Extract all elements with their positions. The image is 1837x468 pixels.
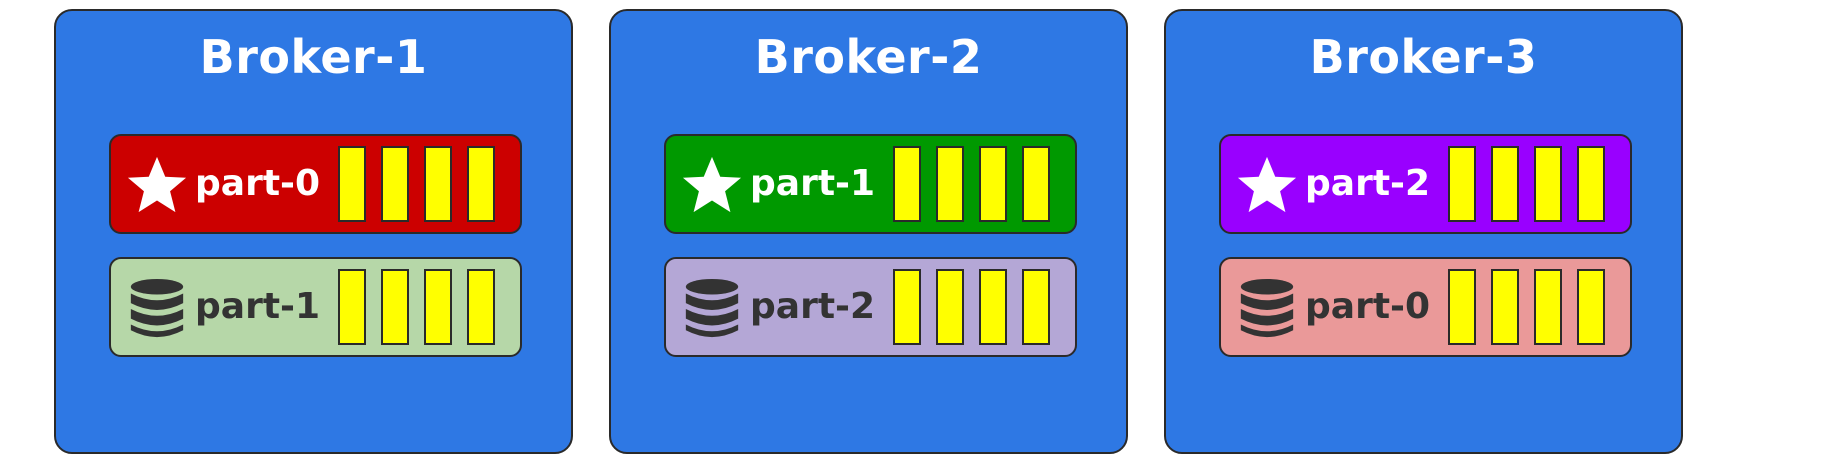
segment-block bbox=[893, 269, 921, 345]
segment-block bbox=[1491, 269, 1519, 345]
broker-2-follower-partition: part-2 bbox=[664, 257, 1077, 357]
broker-3-leader-partition: part-2 bbox=[1219, 134, 1632, 234]
broker-2-box: Broker-2 part-1 part-2 bbox=[609, 9, 1128, 454]
partition-segments bbox=[1448, 269, 1605, 345]
segment-block bbox=[979, 146, 1007, 222]
partition-segments bbox=[893, 146, 1050, 222]
database-icon bbox=[685, 278, 739, 338]
partition-label: part-1 bbox=[195, 286, 321, 327]
segment-block bbox=[1534, 146, 1562, 222]
segment-block bbox=[1577, 269, 1605, 345]
segment-block bbox=[467, 269, 495, 345]
partition-segments bbox=[893, 269, 1050, 345]
segment-block bbox=[893, 146, 921, 222]
segment-block bbox=[1577, 146, 1605, 222]
segment-block bbox=[1534, 269, 1562, 345]
segment-block bbox=[936, 269, 964, 345]
broker-1-follower-partition: part-1 bbox=[109, 257, 522, 357]
partition-segments bbox=[338, 146, 495, 222]
segment-block bbox=[1448, 146, 1476, 222]
segment-block bbox=[424, 269, 452, 345]
star-icon bbox=[682, 156, 742, 213]
broker-1-box: Broker-1 part-0 part-1 bbox=[54, 9, 573, 454]
segment-block bbox=[1448, 269, 1476, 345]
partition-label: part-0 bbox=[195, 163, 321, 204]
segment-block bbox=[1491, 146, 1519, 222]
segment-block bbox=[381, 269, 409, 345]
database-icon bbox=[130, 278, 184, 338]
broker-1-title: Broker-1 bbox=[199, 30, 428, 84]
broker-3-title: Broker-3 bbox=[1309, 30, 1538, 84]
segment-block bbox=[467, 146, 495, 222]
star-icon bbox=[127, 156, 187, 213]
partition-label: part-1 bbox=[750, 163, 876, 204]
broker-2-leader-partition: part-1 bbox=[664, 134, 1077, 234]
segment-block bbox=[936, 146, 964, 222]
broker-1-leader-partition: part-0 bbox=[109, 134, 522, 234]
database-icon bbox=[1240, 278, 1294, 338]
broker-2-title: Broker-2 bbox=[754, 30, 983, 84]
broker-3-box: Broker-3 part-2 part-0 bbox=[1164, 9, 1683, 454]
segment-block bbox=[424, 146, 452, 222]
segment-block bbox=[979, 269, 1007, 345]
partition-label: part-2 bbox=[1305, 163, 1431, 204]
segment-block bbox=[338, 269, 366, 345]
segment-block bbox=[1022, 146, 1050, 222]
star-icon bbox=[1237, 156, 1297, 213]
partition-label: part-2 bbox=[750, 286, 876, 327]
segment-block bbox=[1022, 269, 1050, 345]
broker-3-follower-partition: part-0 bbox=[1219, 257, 1632, 357]
partition-segments bbox=[1448, 146, 1605, 222]
partition-label: part-0 bbox=[1305, 286, 1431, 327]
segment-block bbox=[338, 146, 366, 222]
segment-block bbox=[381, 146, 409, 222]
partition-segments bbox=[338, 269, 495, 345]
